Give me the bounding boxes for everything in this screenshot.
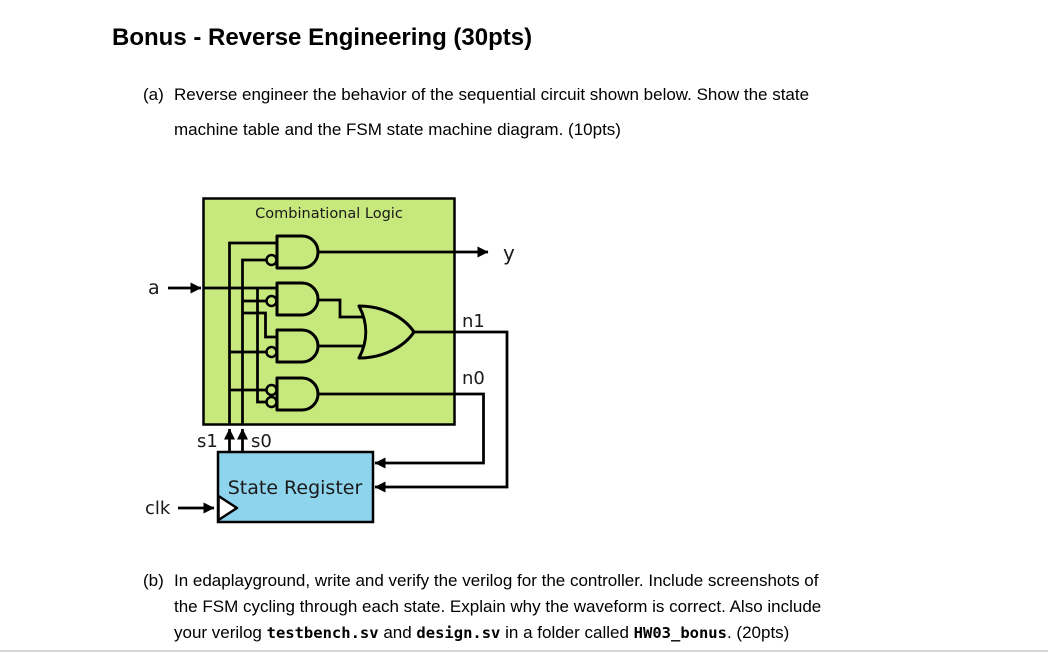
label-n0: n0 (462, 368, 485, 389)
state-register-label: State Register (228, 477, 363, 499)
wire-a-drop (256, 288, 267, 404)
label-n1: n1 (462, 311, 485, 332)
part-a-line-1: Reverse engineer the behavior of the seq… (174, 85, 810, 104)
label-clk: clk (145, 498, 171, 519)
combinational-logic-label: Combinational Logic (255, 206, 403, 222)
label-input-a: a (148, 277, 160, 299)
and-gate-1 (275, 234, 320, 270)
part-b-line3-pre: your verilog (174, 623, 267, 642)
wire-n0-feedback (318, 392, 485, 469)
part-b-line-3: your verilog testbench.sv and design.sv … (174, 620, 821, 646)
part-b-line3-post: . (20pts) (726, 623, 790, 642)
wire-s0-bus (241, 258, 267, 425)
folder-name-hw03-bonus: HW03_bonus (633, 624, 727, 642)
and-gate-3 (275, 328, 320, 364)
combinational-logic-box (202, 197, 456, 426)
part-a-line-2: machine table and the FSM state machine … (174, 120, 621, 139)
wire-n1-feedback (374, 330, 509, 493)
wire-s0-step-gate3 (242, 311, 277, 339)
inverter-bubble-gate1 (265, 253, 278, 267)
part-b-line3-mid2: in a folder called (500, 623, 634, 642)
inverter-bubble-gate3 (265, 345, 278, 359)
page-bottom-divider (0, 650, 1048, 652)
inverter-bubble-gate4-top (265, 383, 278, 397)
filename-design: design.sv (416, 624, 501, 642)
clock-triangle-icon (217, 494, 239, 522)
inverter-bubble-gate4-bottom (265, 395, 278, 409)
label-output-y: y (503, 241, 515, 265)
inverter-bubble-gate2 (265, 294, 278, 308)
page-title: Bonus - Reverse Engineering (30pts) (112, 24, 533, 51)
part-b-text: In edaplayground, write and verify the v… (174, 568, 821, 646)
or-gate (357, 304, 416, 360)
wire-s1-bus (228, 241, 277, 425)
filename-testbench: testbench.sv (266, 624, 379, 642)
part-b-line3-mid1: and (378, 623, 417, 642)
part-b-label: (b) (143, 571, 164, 590)
part-a-text: Reverse engineer the behavior of the seq… (174, 77, 809, 147)
label-s1: s1 (197, 431, 218, 452)
part-a-label: (a) (143, 85, 164, 104)
label-s0: s0 (251, 431, 272, 452)
and-gate-2 (275, 281, 320, 317)
state-register-box (216, 450, 375, 524)
wire-and2-to-or (318, 298, 366, 319)
and-gate-4 (275, 376, 320, 412)
part-b-line-2: the FSM cycling through each state. Expl… (174, 597, 822, 616)
part-b-line-1: In edaplayground, write and verify the v… (174, 571, 819, 590)
